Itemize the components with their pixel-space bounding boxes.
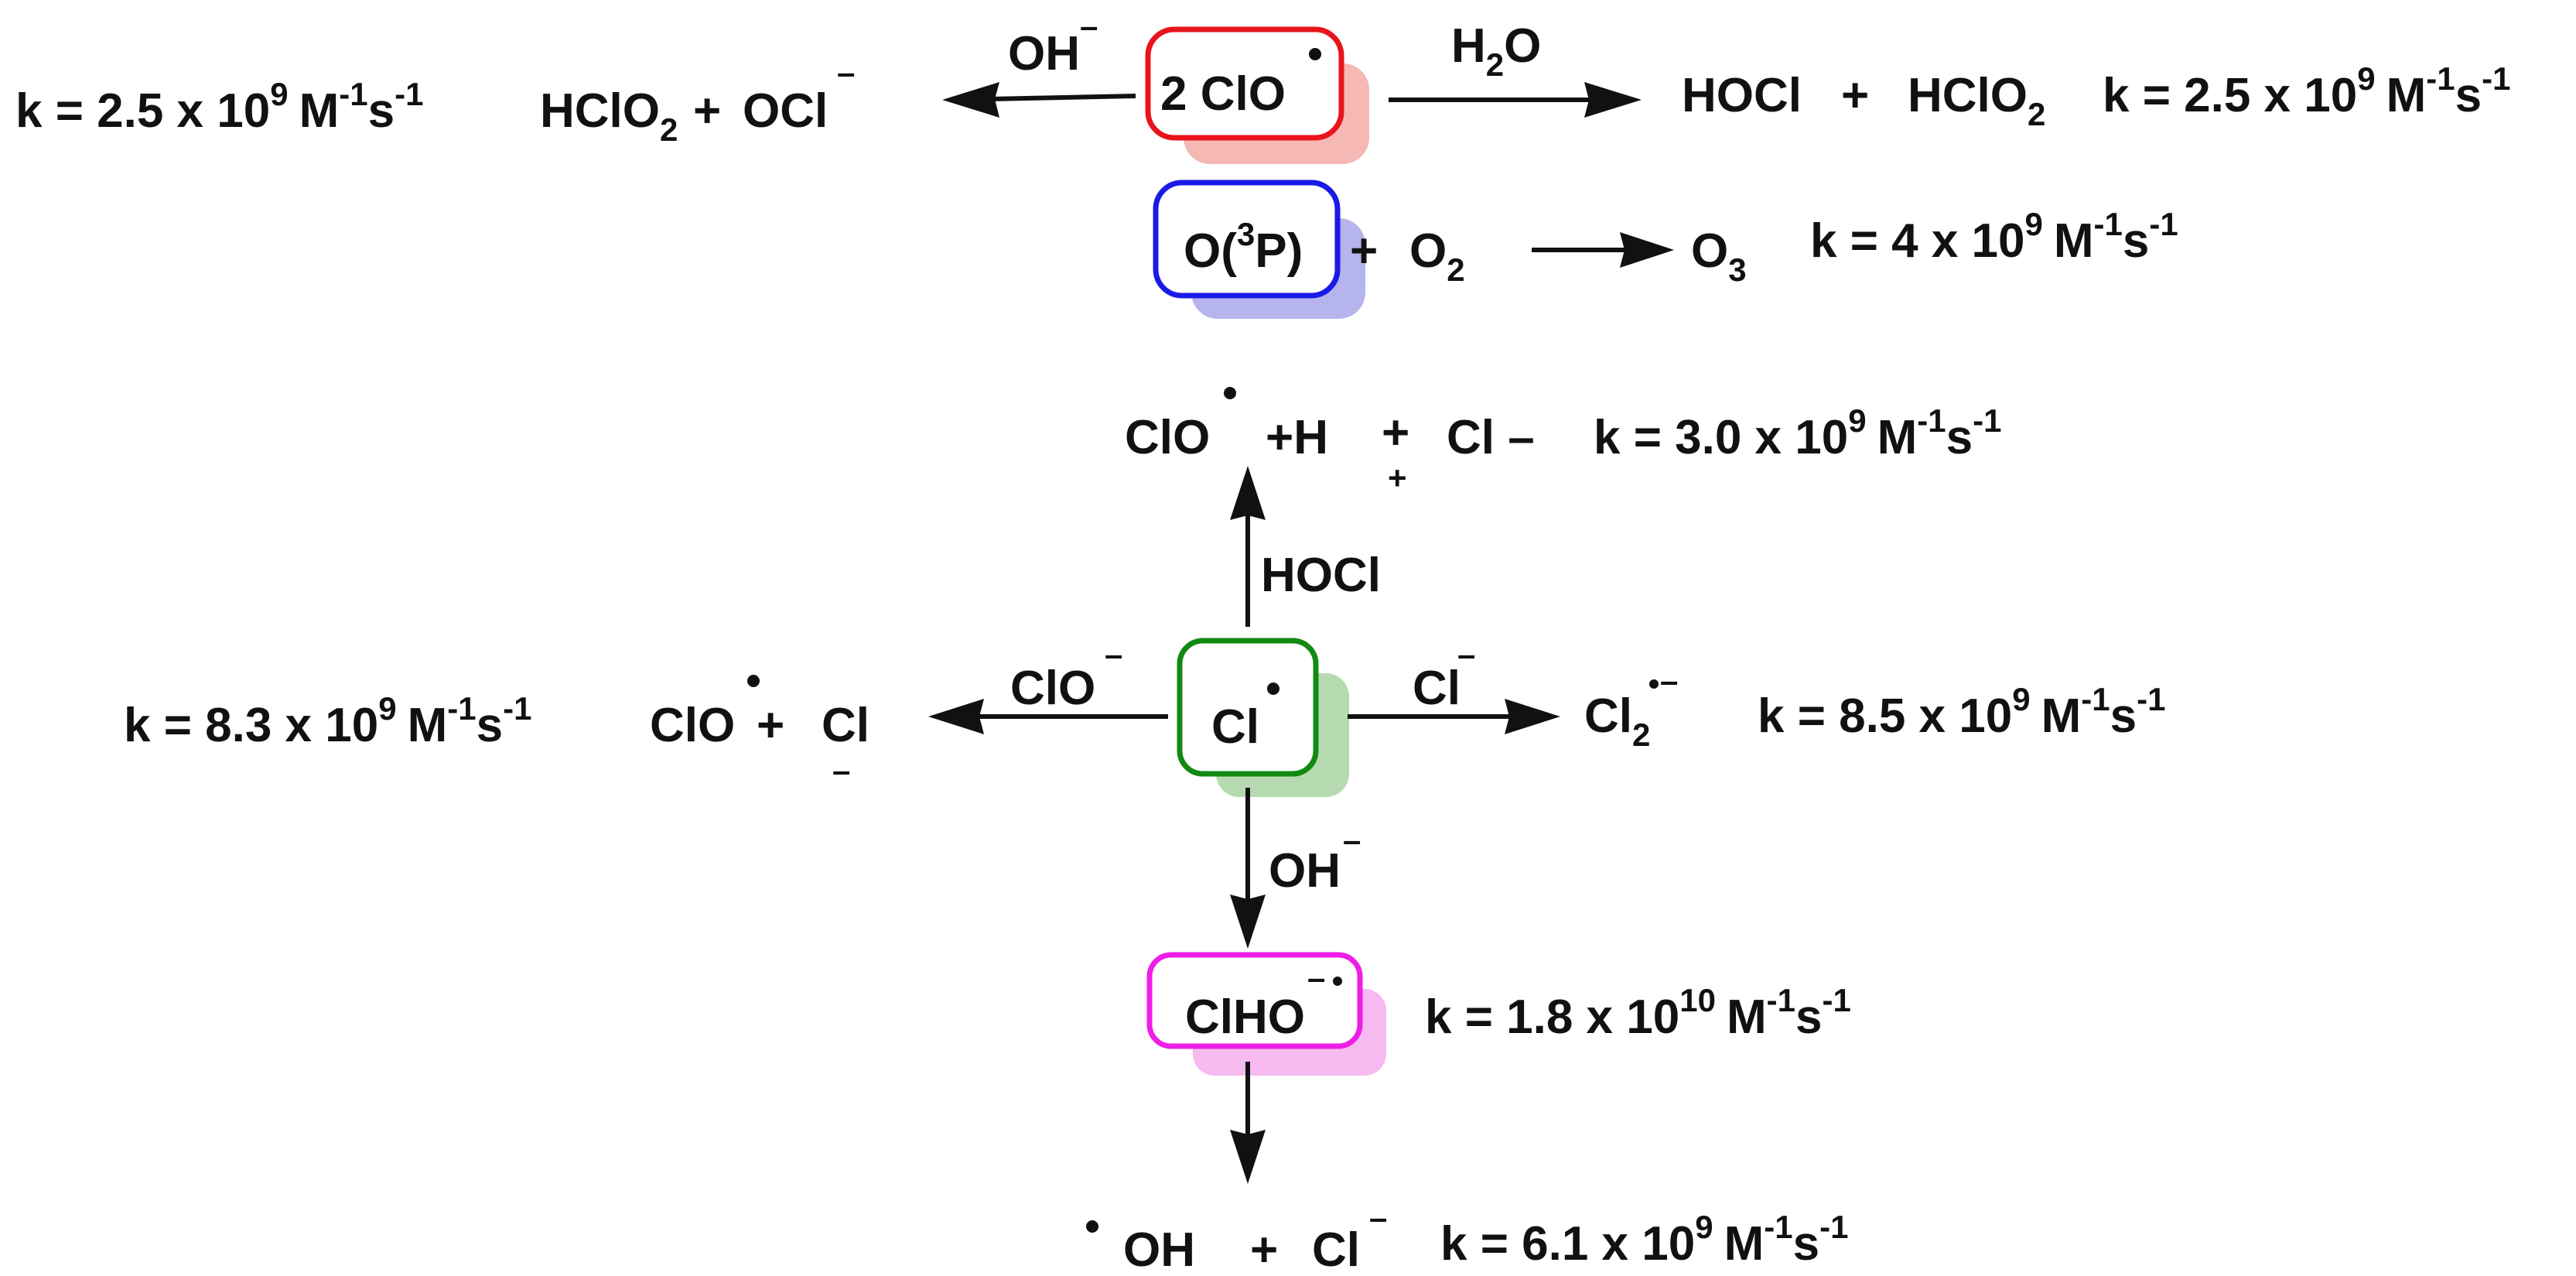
- chloride-product: Cl –: [1447, 411, 1535, 464]
- radical-dot: [1309, 48, 1321, 60]
- dichloride-radical-anion: Cl2: [1584, 689, 1650, 753]
- plus-sign-lower: +: [1388, 460, 1407, 496]
- hypochlorite-charge: –: [1105, 636, 1122, 672]
- plus-sign: +: [757, 699, 784, 752]
- arrow-head: [1230, 466, 1266, 520]
- chloride-product: Cl: [822, 699, 869, 752]
- hydroxide-reagent: OH: [1008, 27, 1080, 80]
- arrow-head: [1620, 232, 1674, 268]
- chlorine-radical-label: Cl: [1211, 700, 1259, 754]
- hypochlorite-reagent: ClO: [1010, 662, 1095, 715]
- highlight-boxes: [1145, 26, 1386, 1076]
- clo-dimer-box: [1145, 26, 1344, 141]
- arrow-head: [1230, 895, 1266, 949]
- chlorine-radical-box: [1177, 638, 1319, 777]
- radical-dot: [747, 675, 760, 687]
- dichloride-charge: –: [1660, 662, 1678, 699]
- water-reagent: H2O: [1451, 19, 1541, 83]
- clo-dimer-label: 2 ClO: [1160, 67, 1286, 121]
- hydroxyl-radical-product: OH: [1123, 1223, 1195, 1276]
- radical-dot: [1086, 1220, 1098, 1233]
- hypochlorite-product: OCl: [743, 84, 828, 138]
- plus-sign: +: [693, 84, 721, 138]
- plus-sign: +: [1250, 1223, 1278, 1276]
- clo-radical-product: ClO: [1125, 411, 1210, 464]
- chloride-charge: –: [832, 752, 850, 789]
- dioxygen-reactant: O2: [1409, 224, 1465, 288]
- radical-dot: [1267, 682, 1279, 695]
- ground-state-oxygen: O(3P): [1184, 216, 1303, 278]
- chlorous-acid-product: HClO2: [540, 84, 678, 148]
- clho-radical-label: ClHO: [1185, 990, 1305, 1044]
- clho-charge: –: [1307, 960, 1325, 996]
- arrow-head: [942, 82, 999, 118]
- radical-dot: [1333, 977, 1342, 986]
- chloride-product: Cl: [1312, 1223, 1360, 1276]
- hydroxide-charge: –: [1080, 8, 1098, 44]
- arrow-head: [1230, 1130, 1266, 1184]
- ozone-product: O3: [1691, 224, 1747, 288]
- clo-radical-product: ClO: [650, 699, 735, 752]
- chlorous-acid-product: HClO2: [1908, 69, 2045, 132]
- plus-sign-upper: +: [1382, 406, 1409, 460]
- arrow-head: [928, 699, 984, 734]
- plus-sign: +: [1841, 69, 1869, 122]
- hypochlorous-acid-product: HOCl: [1682, 69, 1802, 122]
- radical-dot: [1224, 387, 1236, 399]
- hydroxide-reagent: OH: [1269, 844, 1341, 898]
- hypochlorite-charge: –: [837, 54, 855, 91]
- chloride-reagent: Cl: [1413, 662, 1461, 715]
- chlorine-radical-center: Cl: [1211, 682, 1279, 754]
- chloride-charge: –: [1369, 1199, 1387, 1236]
- proton-product: +H: [1266, 411, 1328, 464]
- arrow-head: [1505, 699, 1560, 734]
- hydroxide-charge: –: [1343, 822, 1361, 858]
- radical-dot: [1649, 679, 1659, 689]
- plus-sign: +: [1350, 224, 1378, 278]
- oxygen-atom-box: [1153, 180, 1341, 299]
- chloride-charge: –: [1457, 636, 1475, 672]
- arrow-to-hclo2-ocl: [989, 94, 1136, 101]
- arrow-head: [1584, 82, 1642, 118]
- reaction-arrows: [928, 82, 1674, 1184]
- clho-radical-box: [1146, 952, 1363, 1049]
- hypochlorous-acid-reagent: HOCl: [1261, 549, 1381, 602]
